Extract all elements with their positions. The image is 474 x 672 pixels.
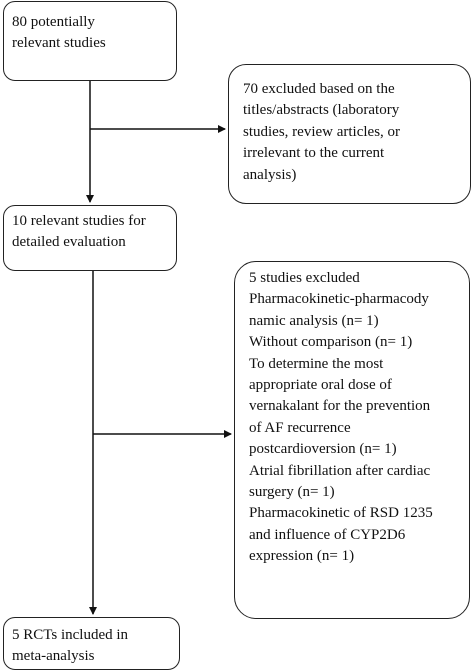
full-text-evaluation-text: 10 relevant studies for detailed evaluat… bbox=[12, 213, 146, 251]
excluded-screening-text: 70 excluded based on the titles/abstract… bbox=[243, 81, 401, 183]
excluded-full-text-box: 5 studies excluded Pharmacokinetic-pharm… bbox=[234, 261, 470, 619]
included-studies-box: 5 RCTs included in meta-analysis bbox=[3, 617, 180, 670]
full-text-evaluation-box: 10 relevant studies for detailed evaluat… bbox=[3, 205, 177, 271]
identified-studies-text: 80 potentially relevant studies bbox=[12, 14, 106, 52]
excluded-screening-box: 70 excluded based on the titles/abstract… bbox=[228, 64, 471, 204]
included-studies-text: 5 RCTs included in meta-analysis bbox=[12, 627, 129, 665]
excluded-full-text-text: 5 studies excluded Pharmacokinetic-pharm… bbox=[249, 270, 433, 565]
identified-studies-box: 80 potentially relevant studies bbox=[3, 1, 177, 81]
